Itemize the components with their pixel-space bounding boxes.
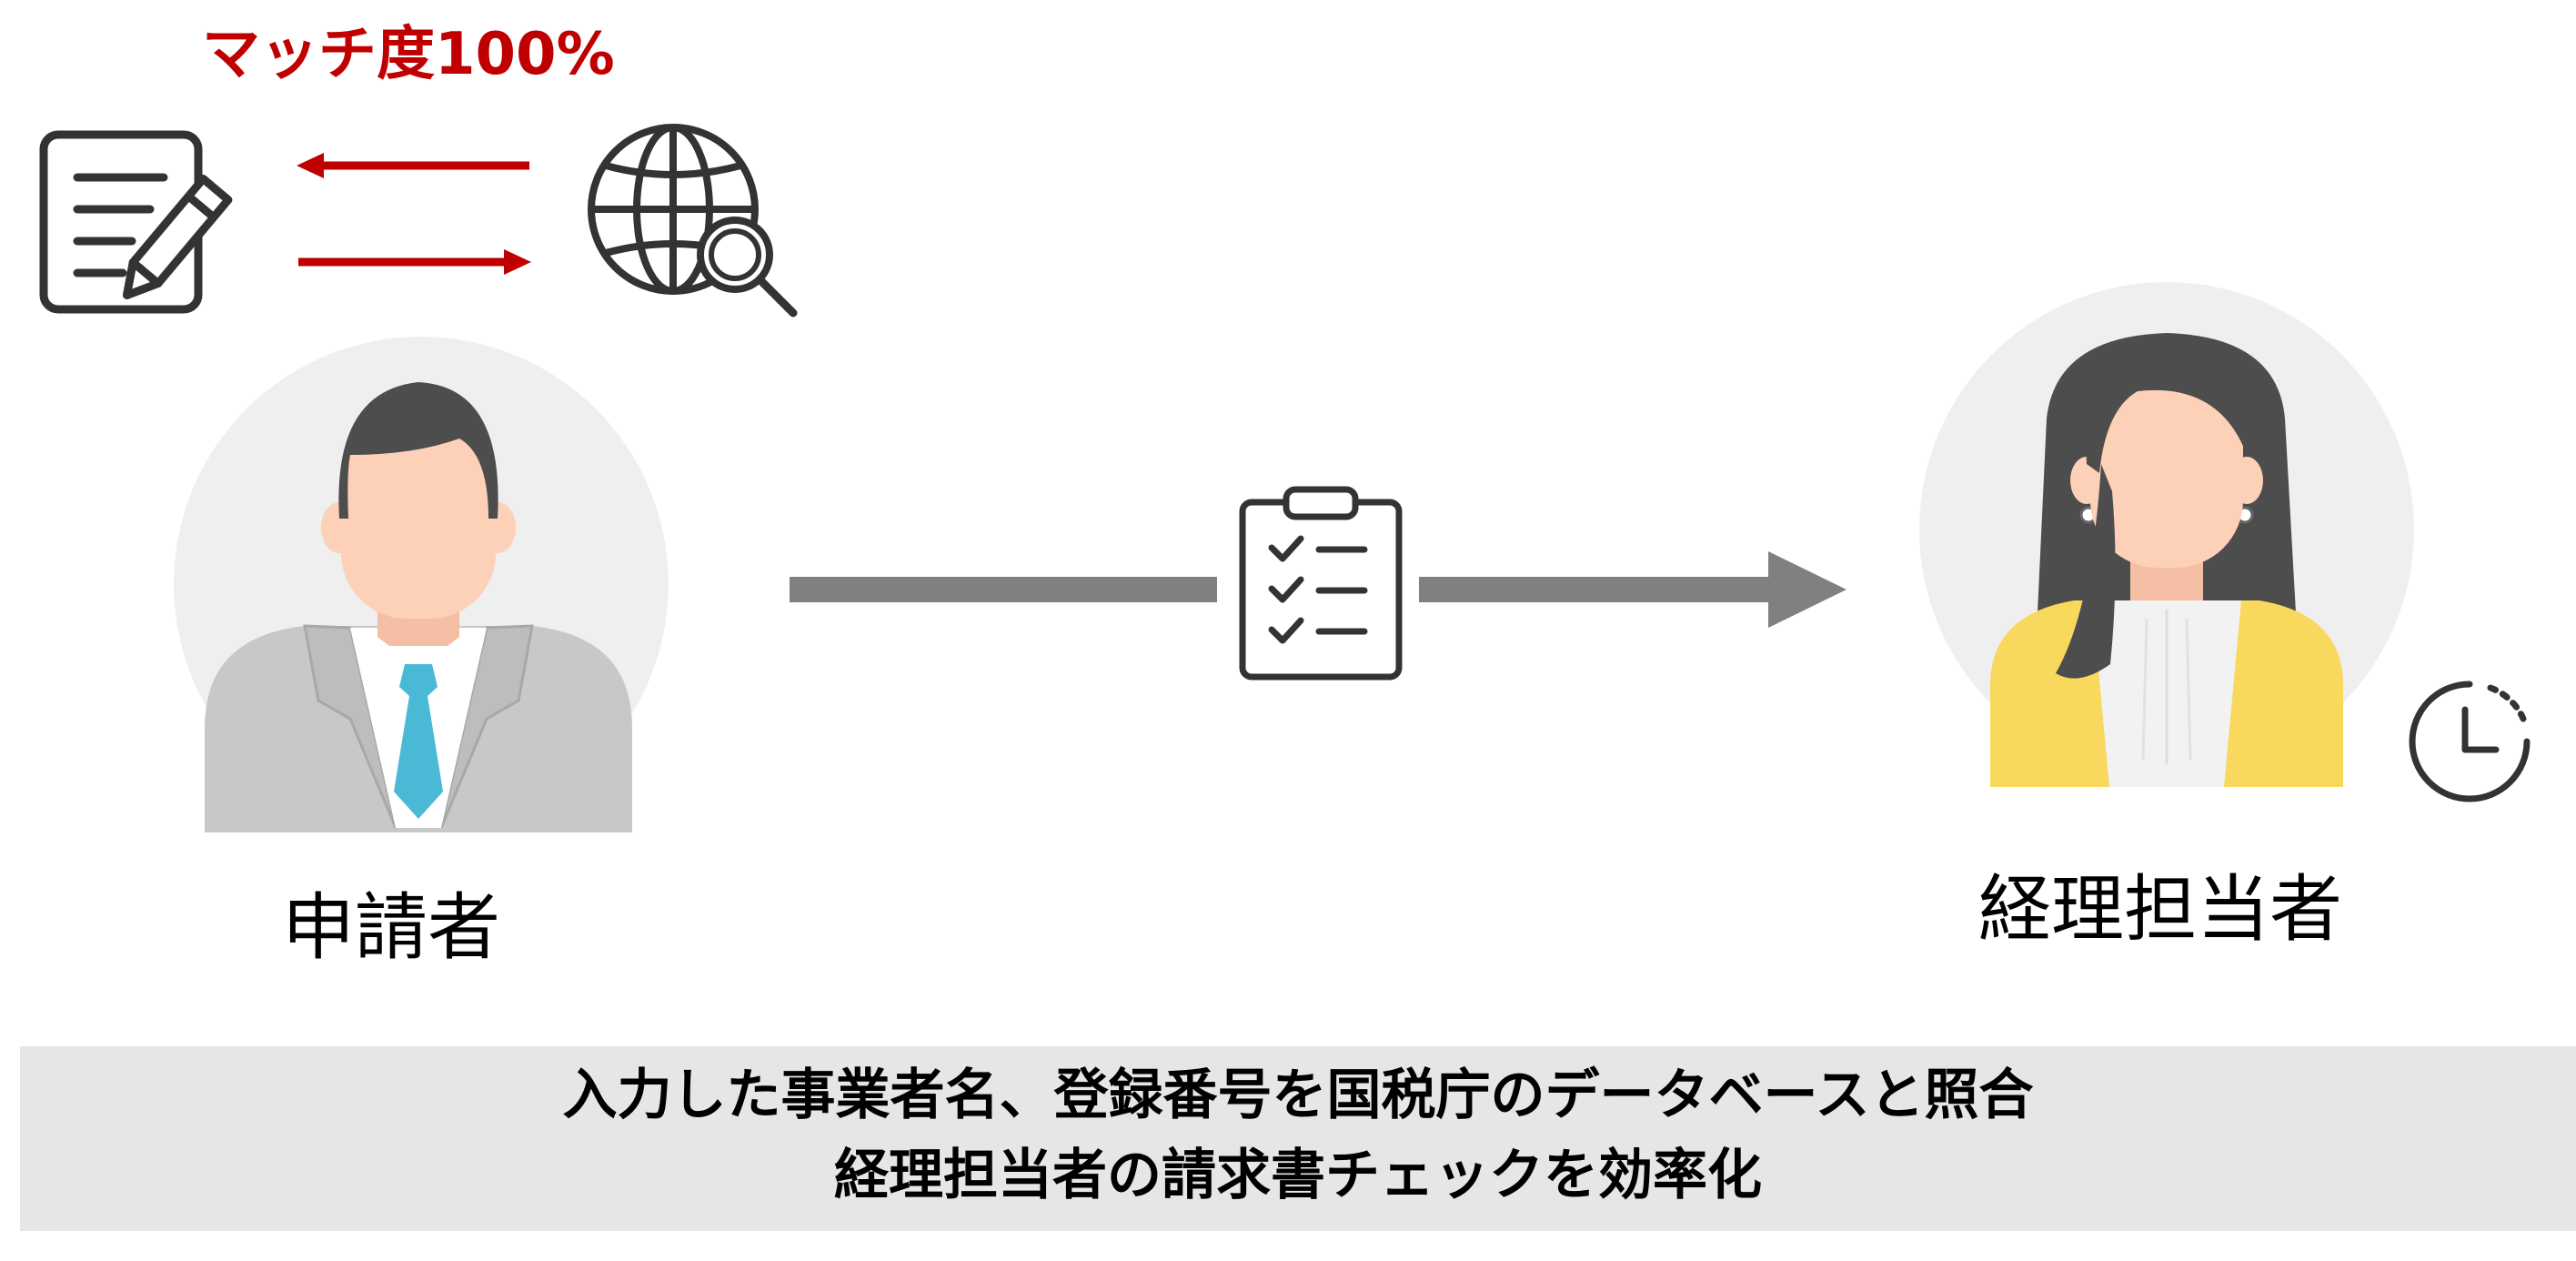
accountant-label: 経理担当者 [1978,867,2342,952]
caption-line-2: 経理担当者の請求書チェックを効率化 [834,1144,1762,1207]
caption-banner: 入力した事業者名、登録番号を国税庁のデータベースと照合 経理担当者の請求書チェッ… [20,1046,2576,1231]
applicant-avatar [174,337,669,832]
applicant-label: 申請者 [282,885,500,970]
accountant-avatar [1919,282,2414,787]
clock-icon [2409,681,2531,802]
document-edit-icon [39,130,233,314]
arrow-right-icon [298,249,531,275]
match-rate-label: マッチ度100% [202,21,615,88]
flow-arrow [790,551,1846,628]
caption-line-1: 入力した事業者名、登録番号を国税庁のデータベースと照合 [562,1064,2034,1127]
arrow-left-icon [297,153,529,178]
checklist-clipboard-icon [1239,486,1403,681]
exchange-arrows [297,153,531,275]
globe-search-icon [588,124,798,318]
